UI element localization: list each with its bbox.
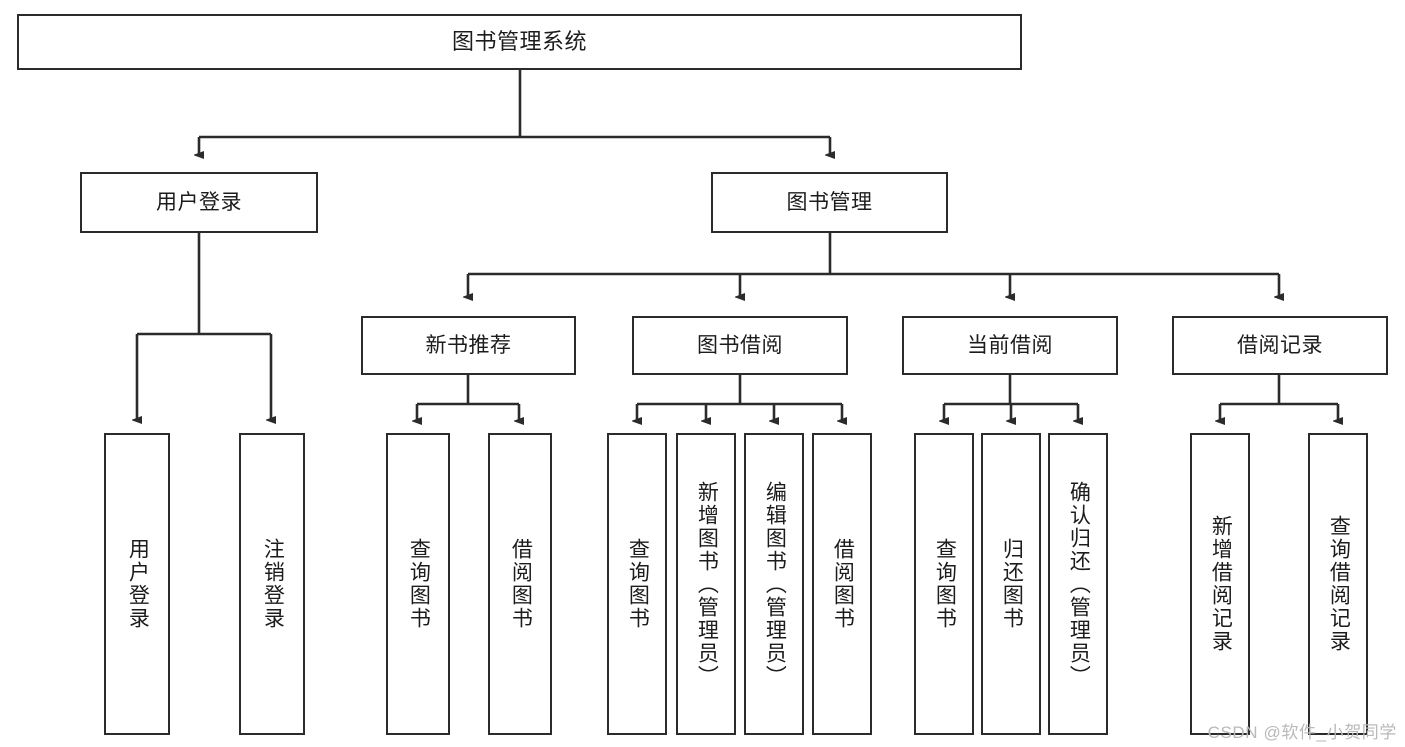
node-leaf-query-book-1-label: 查询图书	[407, 538, 431, 630]
node-leaf-query-book-2-label: 查询图书	[626, 538, 650, 630]
node-leaf-return-book-label: 归还图书	[1000, 538, 1024, 630]
node-user-login-label: 用户登录	[156, 190, 242, 214]
node-leaf-borrow-book-2[interactable]: 借阅图书	[812, 433, 872, 735]
node-book-manage[interactable]: 图书管理	[711, 172, 948, 233]
node-leaf-edit-book[interactable]: 编辑图书（管理员）	[744, 433, 804, 735]
node-leaf-user-login[interactable]: 用户登录	[104, 433, 170, 735]
node-leaf-return-book[interactable]: 归还图书	[981, 433, 1041, 735]
node-leaf-add-record[interactable]: 新增借阅记录	[1190, 433, 1250, 735]
node-book-manage-label: 图书管理	[786, 190, 873, 214]
node-leaf-add-book[interactable]: 新增图书（管理员）	[676, 433, 736, 735]
node-root[interactable]: 图书管理系统	[17, 14, 1022, 70]
node-leaf-borrow-book-1-label: 借阅图书	[509, 538, 533, 630]
node-leaf-query-record[interactable]: 查询借阅记录	[1308, 433, 1368, 735]
node-current-borrow-label: 当前借阅	[967, 333, 1053, 357]
node-leaf-query-book-1[interactable]: 查询图书	[386, 433, 450, 735]
node-leaf-logout-login-label: 注销登录	[261, 538, 285, 630]
node-leaf-logout-login[interactable]: 注销登录	[239, 433, 305, 735]
node-leaf-query-book-3-label: 查询图书	[933, 538, 957, 630]
node-borrow-record[interactable]: 借阅记录	[1172, 316, 1388, 375]
node-leaf-borrow-book-2-label: 借阅图书	[831, 538, 855, 630]
node-user-login[interactable]: 用户登录	[80, 172, 318, 233]
node-root-label: 图书管理系统	[451, 28, 587, 54]
csdn-watermark: CSDN @软件_小贺同学	[1207, 723, 1397, 742]
node-book-borrow-label: 图书借阅	[697, 333, 783, 357]
node-leaf-query-record-label: 查询借阅记录	[1327, 515, 1351, 653]
node-leaf-borrow-book-1[interactable]: 借阅图书	[488, 433, 552, 735]
node-new-book-recommend-label: 新书推荐	[425, 333, 512, 357]
node-leaf-query-book-2[interactable]: 查询图书	[607, 433, 667, 735]
node-leaf-add-book-label: 新增图书（管理员）	[695, 480, 719, 688]
node-leaf-user-login-label: 用户登录	[126, 538, 150, 630]
node-leaf-add-record-label: 新增借阅记录	[1209, 515, 1233, 653]
node-new-book-recommend[interactable]: 新书推荐	[361, 316, 576, 375]
node-leaf-confirm-return[interactable]: 确认归还（管理员）	[1048, 433, 1108, 735]
node-leaf-edit-book-label: 编辑图书（管理员）	[763, 480, 787, 688]
node-book-borrow[interactable]: 图书借阅	[632, 316, 848, 375]
node-current-borrow[interactable]: 当前借阅	[902, 316, 1118, 375]
node-leaf-query-book-3[interactable]: 查询图书	[914, 433, 974, 735]
node-borrow-record-label: 借阅记录	[1237, 333, 1323, 357]
node-leaf-confirm-return-label: 确认归还（管理员）	[1067, 480, 1091, 688]
